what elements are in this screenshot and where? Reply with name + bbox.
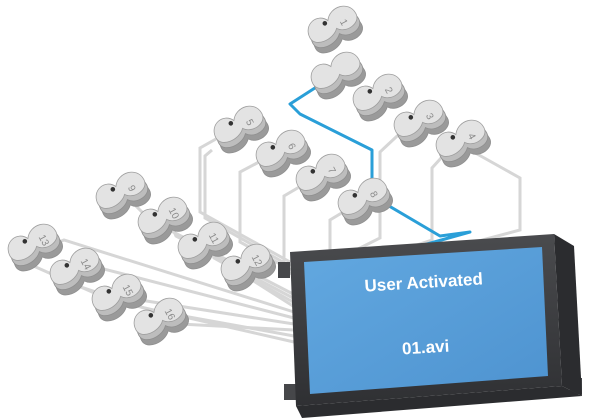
button-4[interactable]: 4 [431, 115, 494, 171]
button-led-dot [110, 186, 116, 192]
button-led-dot [322, 20, 328, 26]
button-number-label: 11 [206, 231, 221, 246]
button-led-dot [270, 144, 276, 150]
button-12[interactable]: 12 [216, 239, 279, 295]
button-15[interactable]: 15 [87, 269, 150, 325]
button-active[interactable] [306, 47, 369, 103]
button-led-dot [408, 114, 414, 120]
button-led-dot [352, 192, 358, 198]
button-number-label: 4 [465, 132, 478, 142]
button-number-label: 13 [36, 233, 51, 248]
button-top [133, 297, 184, 335]
button-number-label: 1 [337, 18, 350, 28]
screen-bottom [296, 386, 582, 418]
button-top [7, 223, 58, 261]
display-screen: User Activated 01.avi [278, 234, 582, 418]
button-number-label: 5 [243, 118, 256, 128]
button-top [137, 196, 188, 234]
button-led-dot [148, 312, 154, 318]
button-6[interactable]: 6 [251, 125, 314, 181]
button-led-dot [106, 288, 112, 294]
button-led-dot [228, 120, 234, 126]
button-number-label: 9 [125, 184, 138, 194]
button-10[interactable]: 10 [133, 192, 196, 248]
button-9[interactable]: 9 [91, 167, 154, 223]
active-cable [288, 84, 472, 248]
mount-ear-top-left [278, 262, 290, 278]
button-number-label: 3 [423, 112, 436, 122]
cable-2 [203, 148, 291, 268]
button-top [177, 221, 228, 259]
button-number-label: 7 [325, 166, 338, 176]
button-11[interactable]: 11 [173, 217, 236, 273]
button-16[interactable]: 16 [129, 293, 192, 349]
button-3[interactable]: 3 [389, 95, 452, 151]
button-top [393, 99, 444, 137]
button-top [337, 177, 388, 215]
button-number-label: 6 [285, 142, 298, 152]
button-led-dot [64, 262, 70, 268]
button-led-dot [192, 236, 198, 242]
button-number-label: 12 [249, 253, 264, 268]
button-top [307, 5, 358, 43]
button-number-label: 8 [367, 190, 380, 200]
active-cable-layer [288, 84, 472, 248]
button-top [352, 73, 403, 111]
button-2[interactable]: 2 [348, 69, 411, 125]
button-number-label: 10 [166, 206, 181, 221]
screen-filename-text: 01.avi [401, 337, 449, 359]
button-8[interactable]: 8 [333, 173, 396, 229]
button-top [255, 129, 306, 167]
button-led-dot [235, 258, 241, 264]
screen-display-area [304, 247, 548, 394]
button-top [95, 171, 146, 209]
button-top [295, 153, 346, 191]
button-number-label: 14 [78, 257, 93, 272]
button-13[interactable]: 13 [3, 219, 66, 275]
button-7[interactable]: 7 [291, 149, 354, 205]
button-number-label: 2 [382, 86, 395, 96]
button-top [310, 51, 361, 89]
button-1[interactable]: 1 [303, 1, 366, 57]
screen-side [554, 234, 582, 396]
button-led-dot [367, 88, 373, 94]
button-led-dot [152, 211, 158, 217]
button-led-dot [310, 168, 316, 174]
button-led-dot [22, 238, 28, 244]
button-top [213, 105, 264, 143]
button-top [49, 247, 100, 285]
button-14[interactable]: 14 [45, 243, 108, 299]
button-top [91, 273, 142, 311]
cable-1 [198, 128, 291, 264]
button-number-label: 16 [162, 307, 177, 322]
mount-ear-bottom-left [284, 384, 298, 400]
button-number-label: 15 [120, 283, 135, 298]
button-5[interactable]: 5 [209, 101, 272, 157]
button-top [435, 119, 486, 157]
button-led-dot [450, 134, 456, 140]
button-top [220, 243, 271, 281]
